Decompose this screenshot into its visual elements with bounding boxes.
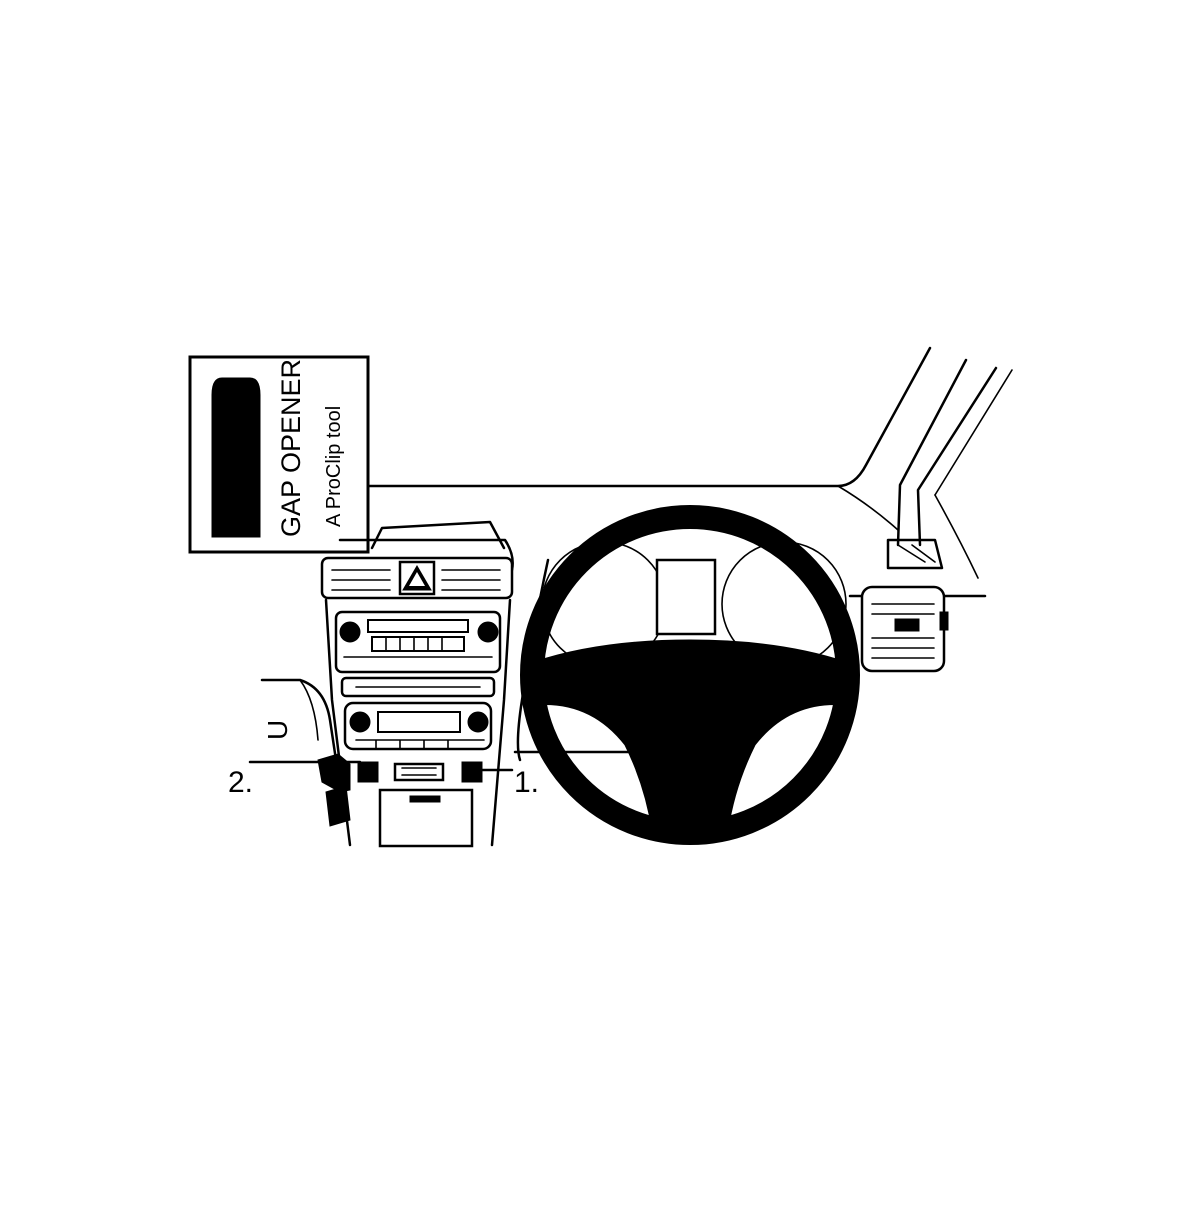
step-2-label: 2. bbox=[228, 766, 253, 799]
radio-display bbox=[371, 636, 465, 652]
climate-knob-left bbox=[349, 711, 371, 733]
climate-knob-right bbox=[467, 711, 489, 733]
gap-opener-tool-icon bbox=[211, 377, 261, 538]
climate-display bbox=[377, 711, 461, 733]
gap-opener-in-use-icon bbox=[317, 753, 351, 793]
mount-clip-left bbox=[357, 761, 379, 783]
center-display bbox=[655, 558, 717, 636]
right-callouts: 1. bbox=[476, 766, 539, 799]
step-1-label: 1. bbox=[514, 766, 539, 799]
radio-knob-left bbox=[339, 621, 361, 643]
center-console bbox=[320, 520, 514, 848]
legend-subtitle: A ProClip tool bbox=[323, 406, 345, 527]
legend-title: GAP OPENER bbox=[276, 359, 306, 537]
direction-label: U bbox=[262, 720, 293, 740]
radio-knob-right bbox=[477, 621, 499, 643]
vent-knob bbox=[894, 618, 920, 632]
mount-tab-icon bbox=[325, 785, 351, 827]
gap-opener-legend: GAP OPENER A ProClip tool bbox=[188, 355, 370, 554]
right-air-vent bbox=[860, 585, 949, 673]
steering-wheel-hub-icon bbox=[533, 639, 847, 835]
steering-wheel bbox=[520, 505, 860, 845]
mount-clip-right bbox=[461, 761, 483, 783]
left-callouts: U 2. bbox=[228, 678, 362, 827]
